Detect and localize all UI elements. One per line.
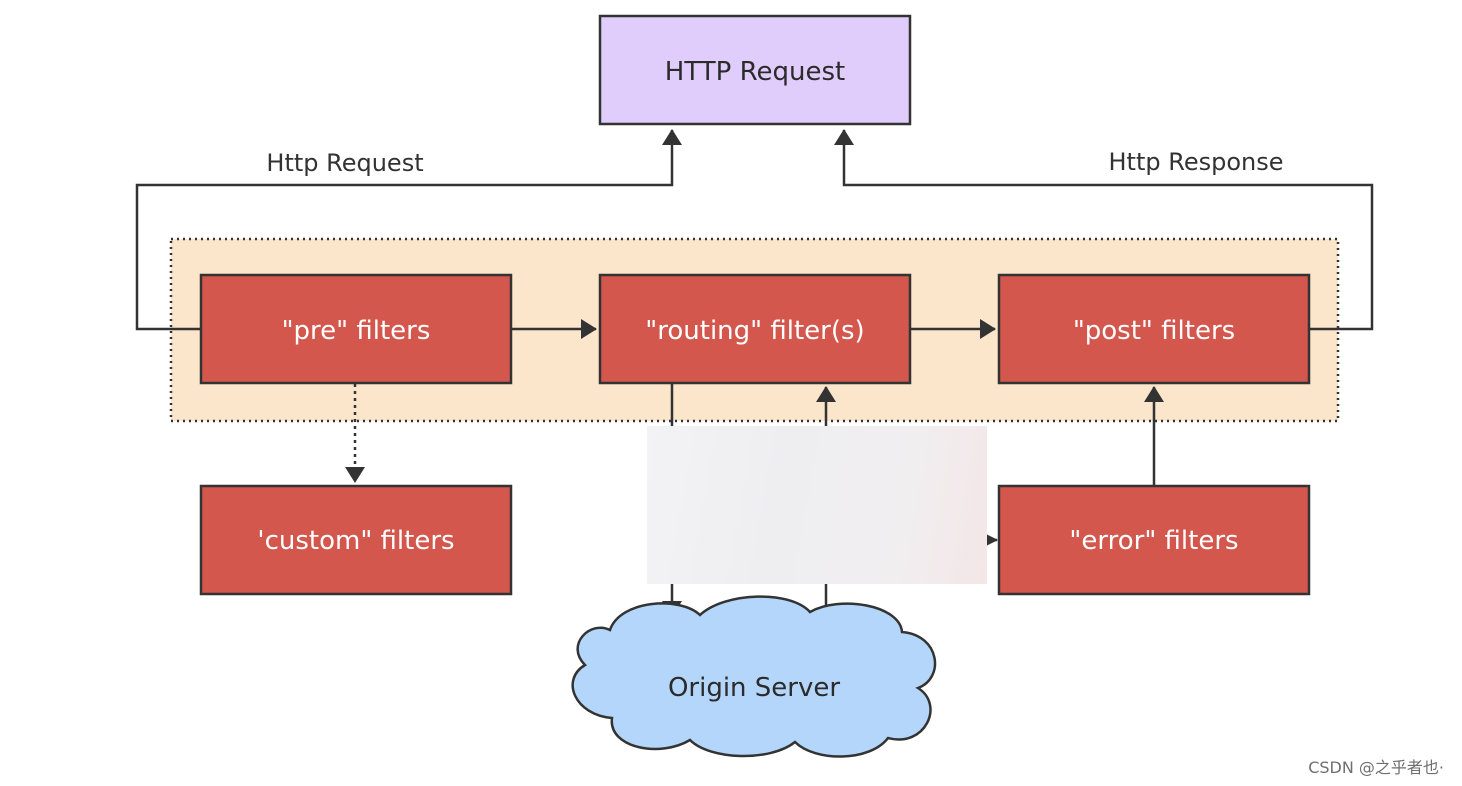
custom-filters-label: 'custom" filters (257, 526, 454, 556)
pre-filters-box (199, 273, 513, 385)
origin-server-label: Origin Server (668, 673, 840, 703)
pre-filters-label: "pre" filters (282, 316, 431, 346)
post-filters-box (997, 273, 1311, 385)
http-response-edge-label: Http Response (1109, 148, 1284, 176)
blurred-region (647, 426, 987, 584)
post-filters-label: "post" filters (1073, 316, 1235, 346)
origin-server-cloud (571, 595, 937, 758)
http-request-connector (135, 129, 682, 331)
error-filters-box (997, 484, 1311, 596)
routing-filters-label: "routing" filter(s) (645, 316, 864, 346)
custom-filters-box (199, 484, 513, 596)
http-request-box-label: HTTP Request (665, 57, 845, 87)
routing-filters-box (598, 273, 912, 385)
http-request-box (598, 14, 912, 126)
http-request-edge-label: Http Request (266, 149, 423, 177)
watermark: CSDN @之乎者也· (1308, 758, 1444, 777)
http-response-connector (834, 129, 1374, 331)
error-filters-label: "error" filters (1069, 526, 1238, 556)
